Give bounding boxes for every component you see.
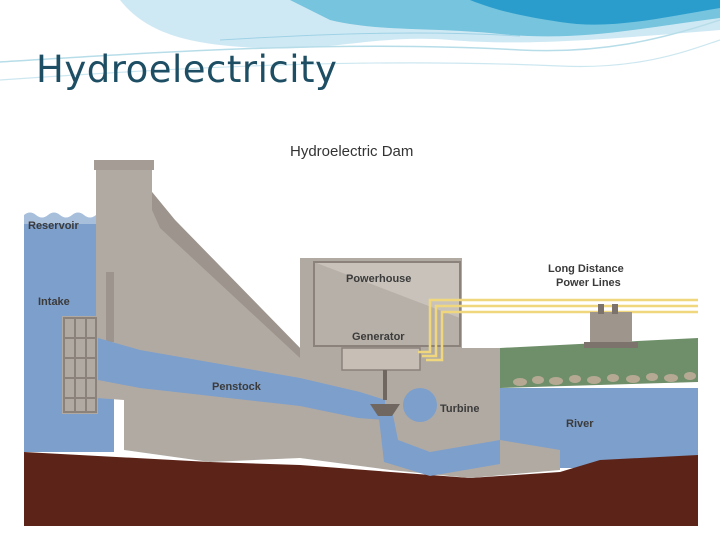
hydroelectric-dam-diagram: Hydroelectric Dam Reservoir Intake Power… xyxy=(24,100,698,526)
label-powerhouse: Powerhouse xyxy=(346,273,411,285)
power-line-cables xyxy=(418,298,698,362)
intake-gate xyxy=(62,316,98,414)
generator xyxy=(341,347,421,371)
river-bank-stones xyxy=(513,372,696,386)
header-wave-decoration xyxy=(0,0,720,81)
label-generator: Generator xyxy=(352,331,405,343)
penstock-pipe xyxy=(98,338,385,420)
generator-shaft xyxy=(383,370,387,400)
label-power-lines-2: Power Lines xyxy=(556,277,621,289)
turbine-runner xyxy=(370,404,400,416)
dam-illustration: Hydroelectric Dam Reservoir Intake Power… xyxy=(24,143,698,526)
transformer xyxy=(584,304,638,348)
diagram-title: Hydroelectric Dam xyxy=(290,143,413,160)
dam-crest xyxy=(94,160,154,170)
dam-face-shadow xyxy=(152,192,300,358)
label-reservoir: Reservoir xyxy=(28,220,79,232)
ground xyxy=(24,452,698,526)
outflow-channel xyxy=(378,410,500,476)
label-turbine: Turbine xyxy=(440,403,480,415)
reservoir-surface xyxy=(24,212,96,224)
intake-grate xyxy=(63,317,97,413)
intake-gate-post xyxy=(106,272,114,342)
powerhouse-shade xyxy=(314,262,460,318)
powerhouse-wall-outline xyxy=(313,261,461,347)
label-river: River xyxy=(566,418,594,430)
slide-title: Hydroelectricity xyxy=(36,48,338,91)
label-power-lines-1: Long Distance xyxy=(548,263,624,275)
label-penstock: Penstock xyxy=(212,381,262,393)
label-intake: Intake xyxy=(38,296,70,308)
turbine-housing xyxy=(403,388,437,422)
